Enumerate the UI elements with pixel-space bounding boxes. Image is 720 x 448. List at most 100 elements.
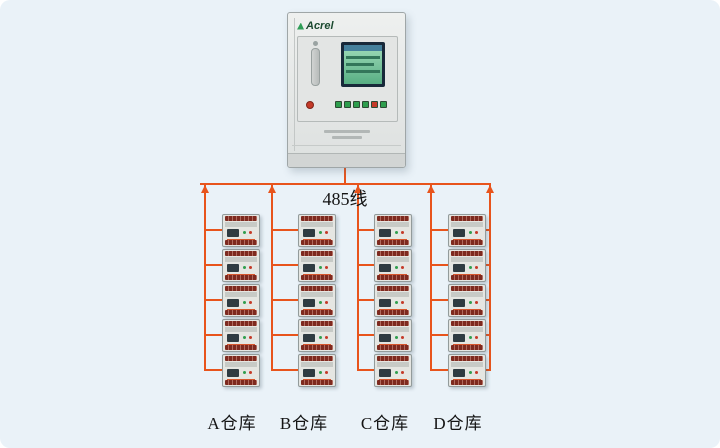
device-module — [222, 319, 260, 352]
device-module — [374, 284, 412, 317]
device-display — [453, 334, 465, 342]
cabinet-button — [362, 101, 369, 108]
device-terminal-top — [451, 321, 483, 326]
device-led-green-icon — [243, 336, 246, 339]
bus-label: 485线 — [322, 189, 368, 209]
device-band — [301, 362, 333, 367]
screen-content-line — [346, 56, 380, 59]
device-led-green-icon — [395, 336, 398, 339]
device-led-green-icon — [243, 266, 246, 269]
device-display — [379, 229, 391, 237]
device-led-red-icon — [475, 371, 478, 374]
bus-stub — [357, 264, 374, 266]
bus-stub — [430, 229, 448, 231]
device-led-red-icon — [325, 371, 328, 374]
bus-stub — [357, 369, 374, 371]
bus-stub — [486, 264, 491, 266]
device-band — [377, 222, 409, 227]
bus-stub — [430, 264, 448, 266]
warehouse-label: D仓库 — [433, 414, 483, 433]
device-led-red-icon — [401, 266, 404, 269]
cabinet-door-seam — [294, 18, 295, 151]
device-display — [379, 369, 391, 377]
device-display — [227, 299, 239, 307]
cabinet-front-panel — [297, 36, 398, 122]
device-led-red-icon — [475, 266, 478, 269]
device-terminal-bottom — [451, 310, 483, 315]
device-terminal-bottom — [225, 380, 257, 385]
device-terminal-top — [301, 321, 333, 326]
device-terminal-bottom — [225, 310, 257, 315]
bus-line-vertical — [430, 183, 432, 371]
device-band — [377, 362, 409, 367]
device-band — [225, 362, 257, 367]
device-led-green-icon — [319, 336, 322, 339]
device-led-red-icon — [325, 336, 328, 339]
device-terminal-bottom — [377, 275, 409, 280]
bus-stub — [357, 299, 374, 301]
device-led-red-icon — [249, 231, 252, 234]
screen-content-line — [346, 70, 380, 73]
device-display — [303, 369, 315, 377]
device-display — [453, 229, 465, 237]
device-band — [451, 292, 483, 297]
device-terminal-top — [377, 321, 409, 326]
device-module — [374, 354, 412, 387]
device-module — [374, 319, 412, 352]
bus-stub — [271, 334, 298, 336]
device-terminal-bottom — [301, 240, 333, 245]
device-led-green-icon — [469, 371, 472, 374]
device-module — [222, 249, 260, 282]
acrel-logo-icon — [297, 22, 304, 30]
warehouse-label: A仓库 — [207, 414, 257, 433]
device-led-green-icon — [469, 301, 472, 304]
cabinet-button — [353, 101, 360, 108]
device-band — [377, 292, 409, 297]
device-module — [448, 214, 486, 247]
bus-stub — [357, 334, 374, 336]
device-display — [303, 334, 315, 342]
device-terminal-bottom — [301, 345, 333, 350]
device-module — [298, 284, 336, 317]
device-terminal-top — [377, 356, 409, 361]
cabinet-footer-text-line — [324, 130, 370, 133]
bus-stub — [204, 299, 222, 301]
device-display — [379, 299, 391, 307]
bus-stub — [357, 229, 374, 231]
screen-content-line — [346, 63, 374, 66]
device-led-red-icon — [325, 301, 328, 304]
bus-line-vertical — [271, 183, 273, 371]
device-module — [374, 214, 412, 247]
bus-stub — [204, 229, 222, 231]
device-led-green-icon — [319, 371, 322, 374]
bus-line-vertical — [357, 183, 359, 371]
bus-stub — [486, 229, 491, 231]
device-terminal-bottom — [451, 345, 483, 350]
device-terminal-bottom — [225, 345, 257, 350]
device-display — [227, 229, 239, 237]
device-display — [303, 299, 315, 307]
device-module — [448, 284, 486, 317]
device-display — [379, 264, 391, 272]
bus-stub — [271, 229, 298, 231]
bus-stub — [204, 264, 222, 266]
cabinet-button — [380, 101, 387, 108]
device-terminal-top — [225, 216, 257, 221]
device-band — [451, 362, 483, 367]
device-led-red-icon — [401, 336, 404, 339]
device-module — [374, 249, 412, 282]
device-terminal-bottom — [377, 380, 409, 385]
device-band — [451, 222, 483, 227]
device-display — [303, 264, 315, 272]
device-display — [303, 229, 315, 237]
device-band — [225, 222, 257, 227]
device-terminal-bottom — [301, 310, 333, 315]
cabinet-brand: Acrel — [297, 20, 334, 32]
screen-content — [344, 45, 382, 84]
bus-line-vertical — [204, 183, 206, 371]
cabinet-lcd-screen — [341, 42, 385, 87]
device-display — [453, 369, 465, 377]
warehouse-label: B仓库 — [279, 414, 329, 433]
device-led-red-icon — [401, 301, 404, 304]
screen-header-bar — [344, 45, 382, 51]
